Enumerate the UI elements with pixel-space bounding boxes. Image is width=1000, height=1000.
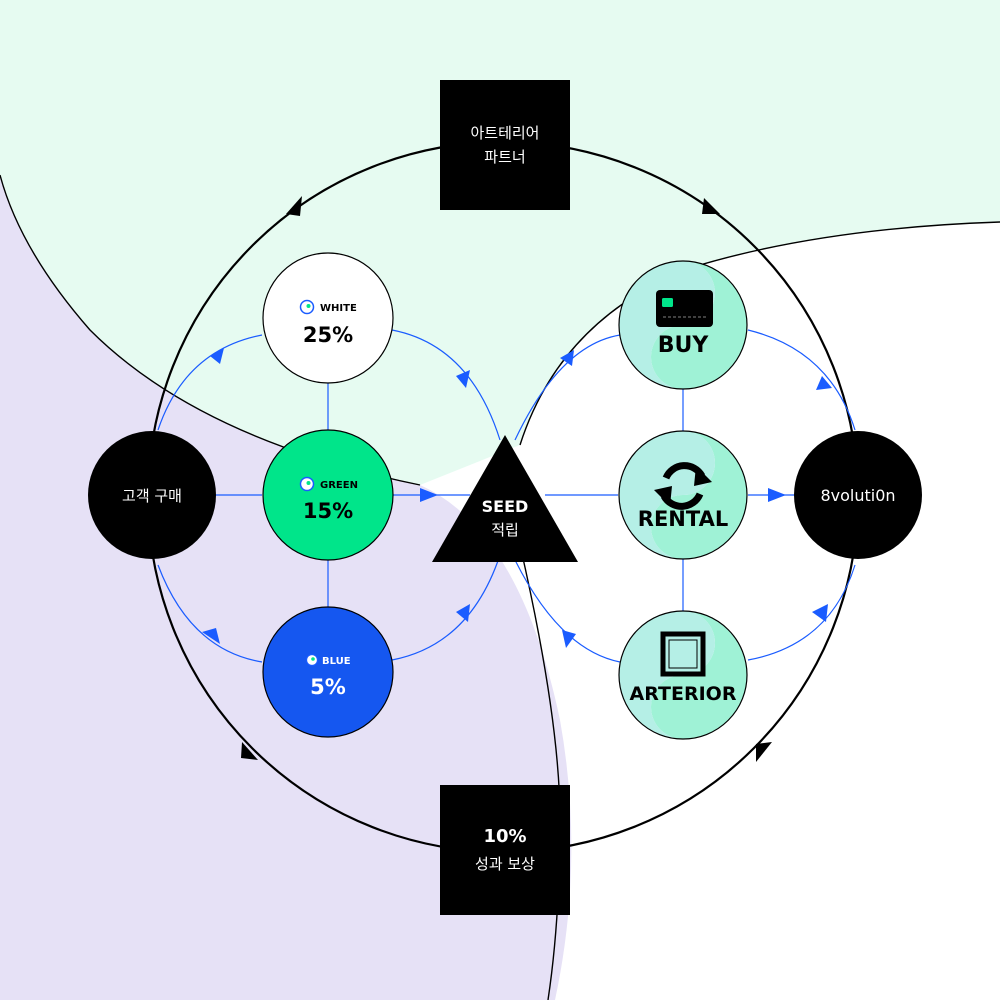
blue-tier-icon [305, 653, 319, 667]
tier-blue: BLUE 5% [262, 606, 394, 738]
seed-title: SEED [482, 497, 529, 516]
cycle-arrowhead-top-left [286, 196, 302, 216]
blue-tier-name: BLUE [322, 656, 351, 667]
partner-box [440, 80, 570, 210]
partner-line1: 아트테리어 [470, 124, 539, 142]
blue-arrowheads [202, 348, 832, 648]
service-arterior: ARTERIOR [618, 610, 748, 740]
evolution-label: 8voluti0n [820, 486, 895, 505]
partner-line2: 파트너 [484, 148, 525, 166]
cycle-arrowhead-bottom-left [241, 742, 258, 760]
blue-tier-percent: 5% [310, 675, 346, 699]
evolution-node [794, 431, 922, 559]
cycle-arrowhead-bottom-right [756, 742, 772, 762]
green-tier-name: GREEN [320, 480, 358, 491]
cycle-arrowhead-top-right [702, 198, 720, 214]
reward-percent: 10% [483, 826, 526, 847]
green-tier-percent: 15% [303, 499, 353, 523]
arterior-label: ARTERIOR [630, 683, 737, 705]
service-buy: BUY [618, 260, 748, 390]
green-tier-icon [299, 476, 315, 492]
reward-label: 성과 보상 [475, 855, 535, 873]
tier-white: WHITE 25% [262, 252, 394, 384]
lavender-region [0, 175, 572, 1000]
picture-frame-icon [660, 631, 706, 677]
mint-region [0, 0, 1000, 485]
rental-label: RENTAL [638, 507, 728, 531]
blue-connectors [157, 329, 856, 663]
credit-card-icon [656, 290, 713, 327]
reward-box [440, 785, 570, 915]
customer-label: 고객 구매 [122, 487, 182, 505]
white-tier-percent: 25% [303, 323, 353, 347]
service-rental: RENTAL [618, 430, 748, 560]
seed-subtitle: 적립 [491, 521, 519, 539]
buy-label: BUY [658, 333, 710, 358]
white-tier-name: WHITE [320, 303, 357, 314]
customer-node [88, 431, 216, 559]
seed-triangle [432, 435, 578, 562]
tier-green: GREEN 15% [262, 429, 394, 561]
white-tier-icon [299, 299, 315, 315]
refresh-cycle-icon [654, 462, 712, 510]
